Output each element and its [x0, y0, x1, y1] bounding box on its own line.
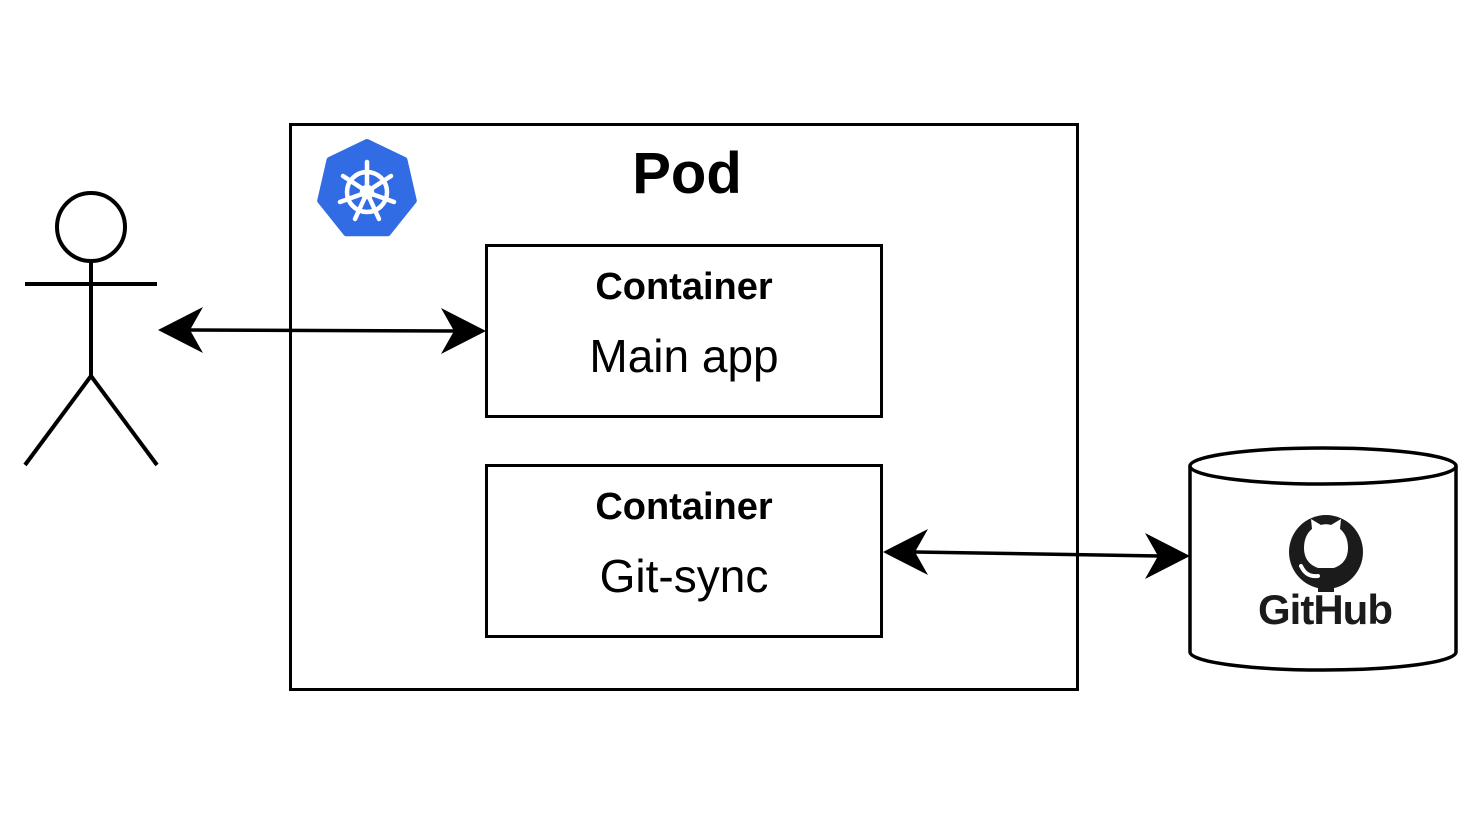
user-actor-icon — [23, 191, 159, 467]
container-main-app: Container Main app — [485, 244, 883, 418]
container-type-label: Container — [595, 486, 773, 528]
pod-title: Pod — [632, 141, 742, 206]
container-git-sync: Container Git-sync — [485, 464, 883, 638]
actor-left-leg — [23, 374, 93, 467]
gitsync-to-github-arrow — [883, 529, 1190, 579]
user-to-main-app-arrow — [158, 307, 486, 354]
kubernetes-logo-icon — [317, 139, 417, 237]
container-type-label: Container — [595, 266, 773, 308]
actor-right-leg — [89, 374, 159, 467]
github-label: GitHub — [1258, 586, 1393, 633]
container-name-label: Git-sync — [599, 550, 769, 602]
github-octocat-icon — [1289, 515, 1363, 592]
actor-head — [55, 191, 127, 263]
pod-box — [289, 123, 1079, 691]
container-name-label: Main app — [589, 330, 779, 382]
